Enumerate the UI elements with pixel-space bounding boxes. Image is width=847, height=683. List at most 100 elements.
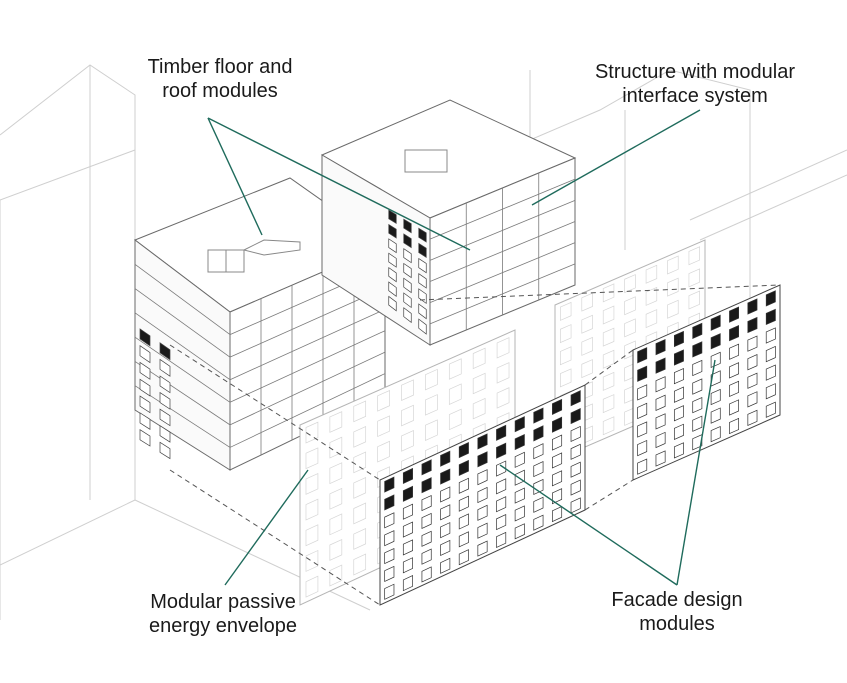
envelope-front-window (472, 372, 486, 395)
facade-front-window (552, 452, 563, 469)
facade-right-window (637, 439, 648, 457)
facade-right-window (765, 308, 776, 326)
facade-right-window (692, 415, 703, 432)
envelope-right-window (602, 394, 615, 414)
left-building-side-floor-line (134, 336, 231, 403)
facade-front-window (402, 485, 413, 502)
facade-right-window (655, 431, 666, 449)
right-building-column-lines (465, 173, 540, 330)
facade-front-window (384, 565, 395, 582)
label-structure-line1: Structure with modular (594, 61, 796, 83)
envelope-right-window (667, 255, 679, 275)
envelope-right-window (688, 268, 700, 288)
facade-front-window (440, 557, 451, 574)
facade-front-window (458, 495, 469, 512)
facade-right-window (637, 458, 648, 475)
facade-front-window (570, 408, 581, 425)
right-building-side-window (418, 318, 427, 335)
facade-front-window (496, 496, 507, 513)
explosion-guide-lines (169, 284, 781, 606)
right-building-side-window (388, 295, 397, 312)
left-building-side-window (139, 429, 151, 447)
facade-right-window (655, 394, 666, 411)
envelope-front-window (377, 389, 390, 412)
right-building-side-window (388, 238, 397, 254)
facade-front-window (514, 433, 525, 451)
envelope-right-window (602, 371, 615, 391)
facade-front-window (402, 575, 413, 592)
facade-right-window (637, 384, 648, 401)
facade-right-window (729, 399, 740, 416)
facade-front-window (570, 425, 581, 443)
left-building-side-floor-line (134, 385, 231, 448)
facade-right-window (692, 341, 703, 358)
facade-right-window (729, 325, 740, 342)
envelope-front-window (329, 411, 343, 433)
label-structure-system: Structure with modular interface system (570, 60, 820, 108)
right-building-side-window (418, 242, 427, 258)
envelope-front-window (496, 337, 510, 359)
facade-right-window (673, 405, 684, 422)
left-building-side-window (139, 378, 151, 397)
facade-front-window (552, 398, 563, 415)
envelope-right-window (624, 296, 636, 316)
facade-front-window (477, 451, 488, 468)
facade-right-window (692, 434, 703, 451)
envelope-right-window (602, 349, 615, 369)
facade-front-window (421, 566, 432, 583)
facade-front-window (384, 530, 395, 547)
facade-front-window (552, 416, 563, 433)
facade-right-window (729, 417, 740, 435)
facade-front-window (496, 478, 507, 495)
left-building-side-window (139, 395, 151, 414)
facade-right-window (747, 335, 758, 352)
right-building-side-window (388, 281, 397, 297)
envelope-front-window (377, 415, 390, 438)
left-building-side-window (139, 361, 151, 380)
left-building-side-window (159, 358, 171, 377)
facade-front-window (552, 505, 563, 523)
label-facade-modules: Facade design modules (582, 588, 772, 636)
facade-front-window (421, 477, 432, 494)
facade-front-window (402, 467, 413, 485)
facade-front-window (402, 503, 413, 520)
facade-front-window (533, 496, 544, 513)
right-building-side-window (418, 227, 427, 243)
envelope-right-window (645, 264, 658, 284)
facade-right-window (765, 383, 776, 400)
facade-front-window (570, 443, 581, 460)
label-envelope-line1: Modular passive (150, 591, 296, 613)
right-building-side-window (418, 273, 427, 289)
facade-front-window (421, 548, 432, 565)
label-envelope-line2: energy envelope (149, 615, 297, 637)
envelope-front-window (353, 502, 367, 525)
left-building-side-floor-line (134, 263, 231, 335)
facade-front-window (440, 504, 451, 521)
facade-right-window (673, 442, 684, 459)
facade-front-window (514, 487, 525, 504)
facade-front-window (514, 523, 525, 540)
envelope-front-window (305, 524, 319, 547)
right-building-side-window (403, 277, 412, 294)
facade-front-window (384, 476, 395, 493)
facade-front-window (533, 478, 544, 496)
facade-front-window (458, 549, 469, 566)
label-passive-envelope: Modular passive energy envelope (118, 590, 328, 638)
envelope-front-window (448, 358, 462, 380)
facade-panel-front-windows (384, 390, 581, 600)
left-building-side-floor-line (134, 361, 231, 426)
envelope-front-window (425, 394, 438, 416)
facade-front-window (402, 539, 413, 556)
right-building-side-window (403, 307, 412, 324)
right-building-side-window (418, 257, 427, 274)
facade-right-window (747, 316, 758, 334)
facade-front-window (458, 477, 469, 494)
envelope-front-window (329, 538, 343, 561)
right-building-side-window (403, 233, 412, 249)
envelope-right-window (667, 299, 679, 319)
facade-right-window (710, 314, 721, 331)
facade-front-window (533, 461, 544, 478)
envelope-front-window (305, 447, 319, 470)
facade-right-window (710, 407, 721, 424)
